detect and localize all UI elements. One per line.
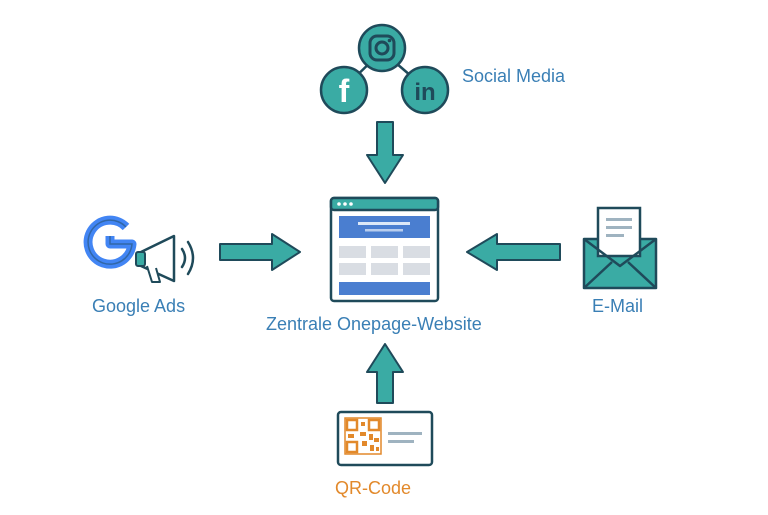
linkedin-glyph: in <box>414 79 435 106</box>
email-label: E-Mail <box>592 296 644 316</box>
qr-code-icon <box>336 410 434 467</box>
social-media-label: Social Media <box>462 66 566 86</box>
website-icon <box>329 196 440 303</box>
facebook-glyph: f <box>339 73 350 109</box>
social-media-node: f in <box>319 23 450 115</box>
qr-code-label: QR-Code <box>335 478 412 498</box>
facebook-icon: f <box>319 65 369 115</box>
instagram-icon <box>357 23 407 73</box>
envelope-icon <box>582 206 658 290</box>
arrow-email-to-center <box>466 233 561 271</box>
megaphone-icon <box>135 234 195 283</box>
google-icon <box>83 215 137 269</box>
linkedin-icon: in <box>400 65 450 115</box>
arrow-social-to-center <box>366 121 404 184</box>
google-ads-label: Google Ads <box>92 296 186 316</box>
arrow-qr-to-center <box>366 343 404 404</box>
center-website-label: Zentrale Onepage-Website <box>266 314 482 334</box>
arrow-google-to-center <box>219 233 301 271</box>
